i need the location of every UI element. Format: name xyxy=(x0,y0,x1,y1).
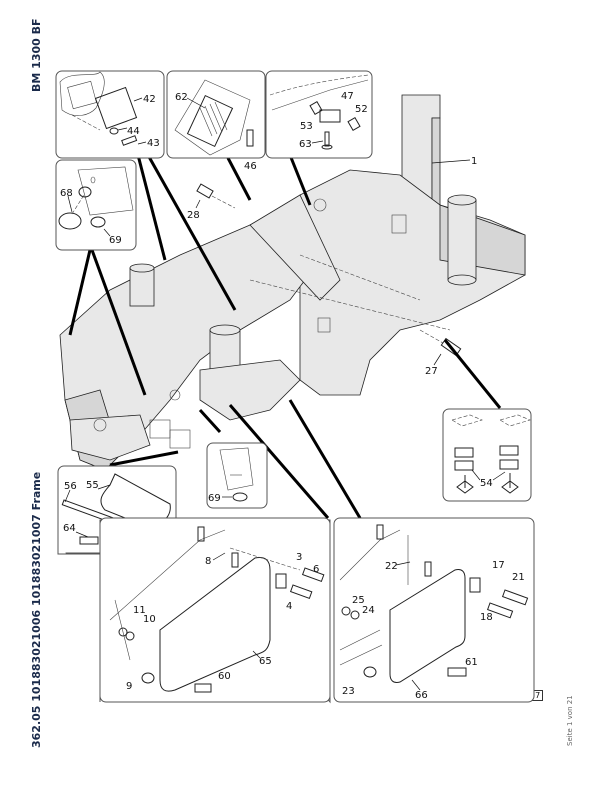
callout-28: 28 xyxy=(187,210,200,221)
detail-cover-plate xyxy=(55,70,165,159)
detail-pointer-lines xyxy=(68,154,502,519)
callout-65: 65 xyxy=(259,656,272,667)
callout-10: 10 xyxy=(143,614,156,625)
detail-grille xyxy=(166,70,266,159)
bolt-28 xyxy=(196,183,236,209)
detail-bracket xyxy=(265,70,373,159)
callout-62: 62 xyxy=(175,92,188,103)
callout-3: 3 xyxy=(296,552,302,563)
callout-61: 61 xyxy=(465,657,478,668)
callout-1: 1 xyxy=(471,156,477,167)
callout-54: 54 xyxy=(480,478,493,489)
detail-mounts xyxy=(442,408,532,502)
callout-47: 47 xyxy=(341,91,354,102)
callout-9: 9 xyxy=(126,681,132,692)
machine-frame xyxy=(59,94,526,471)
callout-18: 18 xyxy=(480,612,493,623)
callout-69: 69 xyxy=(109,235,122,246)
callout-69-small: 69 xyxy=(208,493,221,504)
callout-4: 4 xyxy=(286,601,292,612)
detail-plug-small xyxy=(206,442,268,509)
callout-22: 22 xyxy=(385,561,398,572)
callout-66: 66 xyxy=(415,690,428,701)
detail-left-panel xyxy=(57,517,331,704)
detail-right-panel xyxy=(333,517,535,703)
callout-17: 17 xyxy=(492,560,505,571)
callout-11: 11 xyxy=(133,605,146,616)
detail-plugs xyxy=(55,159,137,251)
callout-60: 60 xyxy=(218,671,231,682)
callout-55: 55 xyxy=(86,480,99,491)
callout-43: 43 xyxy=(147,138,160,149)
callout-23: 23 xyxy=(342,686,355,697)
callout-64: 64 xyxy=(63,523,76,534)
callout-46: 46 xyxy=(244,161,257,172)
callout-6: 6 xyxy=(313,564,319,575)
callout-42: 42 xyxy=(143,94,156,105)
bolt-27 xyxy=(419,329,462,357)
callout-24: 24 xyxy=(362,605,375,616)
callout-25: 25 xyxy=(352,595,365,606)
callout-68: 68 xyxy=(60,188,73,199)
callout-52: 52 xyxy=(355,104,368,115)
callout-53: 53 xyxy=(300,121,313,132)
callout-8: 8 xyxy=(205,556,211,567)
callout-21: 21 xyxy=(512,572,525,583)
callout-63: 63 xyxy=(299,139,312,150)
callout-27-text: 27 xyxy=(425,366,438,377)
callout-44: 44 xyxy=(127,126,140,137)
callout-56: 56 xyxy=(64,481,77,492)
